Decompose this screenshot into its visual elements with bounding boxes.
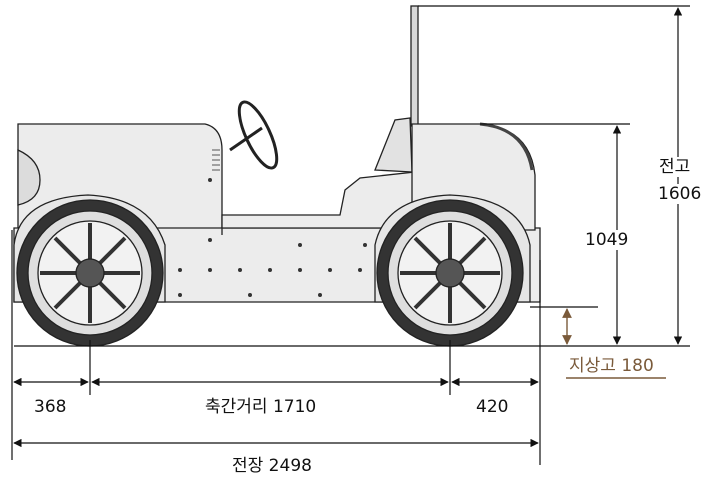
label-overall-height-value: 1606 bbox=[655, 184, 705, 204]
label-rear-overhang: 420 bbox=[476, 397, 509, 417]
label-overall-height-title: 전고 bbox=[656, 157, 694, 177]
hood-vents bbox=[212, 149, 220, 171]
rear-roll bbox=[479, 122, 534, 171]
label-wheelbase: 축간거리 1710 bbox=[205, 397, 317, 417]
antenna-pole bbox=[410, 5, 419, 127]
cabin-tub bbox=[221, 171, 416, 235]
label-ground-clearance: 지상고 180 bbox=[569, 356, 654, 376]
vehicle-side-view bbox=[13, 5, 541, 347]
label-front-overhang: 368 bbox=[34, 397, 67, 417]
steering-wheel bbox=[237, 100, 279, 170]
seat-back bbox=[374, 117, 413, 173]
body-rivets bbox=[178, 178, 367, 297]
label-body-height: 1049 bbox=[582, 230, 632, 250]
label-overall-length: 전장 2498 bbox=[232, 456, 312, 476]
headlight bbox=[17, 148, 41, 206]
front-wheel bbox=[16, 199, 164, 347]
rear-wheel bbox=[376, 199, 524, 347]
ground-clearance-marker bbox=[562, 308, 666, 379]
